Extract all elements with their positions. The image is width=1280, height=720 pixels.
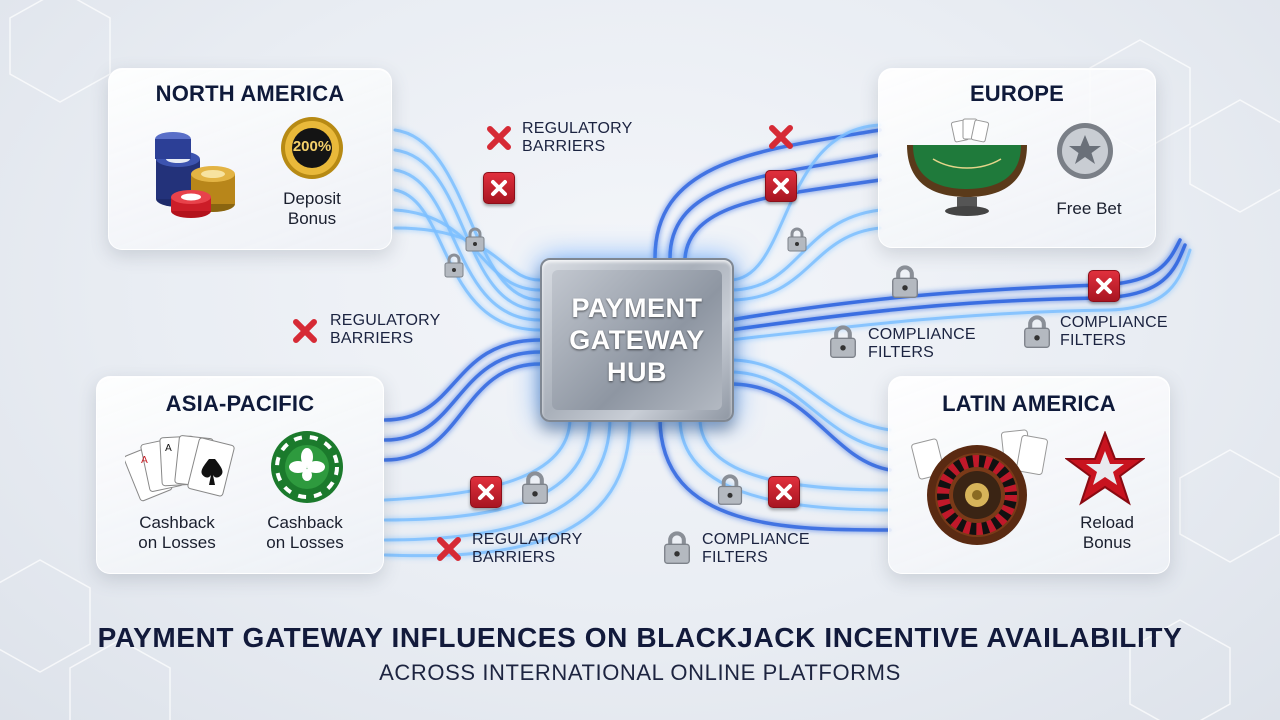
- roulette-wheel-icon: [911, 429, 1048, 545]
- red-x-icon: [765, 170, 797, 202]
- region-title: LATIN AMERICA: [942, 391, 1116, 416]
- padlock-icon: [522, 471, 548, 505]
- bonus-coin-icon: [281, 117, 343, 179]
- hub-label-line2: GATEWAY: [569, 325, 705, 355]
- playing-cards-icon: A A: [125, 435, 235, 502]
- red-x-icon: [293, 319, 317, 343]
- region-card-asia-pacific[interactable]: ASIA-PACIFIC A A Cashback on Losses Cash…: [96, 376, 384, 574]
- star-token-icon: [1057, 123, 1113, 179]
- padlock-icon: [892, 265, 918, 299]
- bonus-percent-badge: 200%: [292, 138, 332, 155]
- padlock-icon: [717, 474, 743, 505]
- payment-gateway-hub[interactable]: PAYMENT GATEWAY HUB: [540, 258, 734, 422]
- diagram-subtitle: ACROSS INTERNATIONAL ONLINE PLATFORMS: [379, 660, 901, 685]
- incentive-label-cashback-2: Cashback on Losses: [266, 513, 344, 552]
- region-card-europe[interactable]: EUROPE Free Bet: [878, 68, 1156, 248]
- incentive-label-reload-bonus: Reload Bonus: [1080, 513, 1134, 552]
- region-title: EUROPE: [969, 81, 1065, 106]
- region-title: NORTH AMERICA: [155, 81, 345, 106]
- region-title: ASIA-PACIFIC: [165, 391, 315, 416]
- padlock-icon: [1024, 315, 1050, 349]
- incentive-label-deposit-bonus: Deposit Bonus: [283, 189, 341, 228]
- red-x-icon: [437, 537, 461, 561]
- region-card-latin-america[interactable]: LATIN AMERICA Reload Bonus: [888, 376, 1170, 574]
- incentive-label-free-bet: Free Bet: [1056, 199, 1122, 218]
- compliance-filters-label: COMPLIANCE FILTERS: [702, 531, 810, 566]
- padlock-icon: [465, 227, 485, 252]
- hub-label-line3: HUB: [607, 357, 667, 387]
- region-card-north-america[interactable]: NORTH AMERICA 200% Deposit Bonus: [108, 68, 392, 250]
- padlock-icon: [787, 227, 807, 252]
- compliance-filters-label: COMPLIANCE FILTERS: [868, 326, 976, 361]
- incentive-label-cashback-1: Cashback on Losses: [138, 513, 216, 552]
- svg-text:A: A: [141, 455, 148, 466]
- red-x-icon: [487, 126, 511, 150]
- padlock-icon: [664, 531, 690, 565]
- regulatory-barriers-label: REGULATORY BARRIERS: [522, 120, 633, 155]
- red-x-icon: [768, 476, 800, 508]
- compliance-filters-label: COMPLIANCE FILTERS: [1060, 314, 1168, 349]
- regulatory-barriers-label: REGULATORY BARRIERS: [330, 312, 441, 347]
- regulatory-barriers-label: REGULATORY BARRIERS: [472, 531, 583, 566]
- star-badge-icon: [1065, 431, 1145, 506]
- svg-text:A: A: [165, 443, 172, 454]
- blackjack-table-icon: [907, 118, 1027, 216]
- diagram-title: PAYMENT GATEWAY INFLUENCES ON BLACKJACK …: [97, 622, 1183, 653]
- red-x-icon: [1088, 270, 1120, 302]
- red-x-icon: [470, 476, 502, 508]
- hub-label-line1: PAYMENT: [571, 293, 703, 323]
- padlock-icon: [444, 253, 464, 278]
- red-x-icon: [769, 125, 793, 149]
- clover-chip-icon: [271, 431, 343, 503]
- padlock-icon: [830, 325, 856, 359]
- poker-chips-icon: [155, 132, 235, 218]
- red-x-icon: [483, 172, 515, 204]
